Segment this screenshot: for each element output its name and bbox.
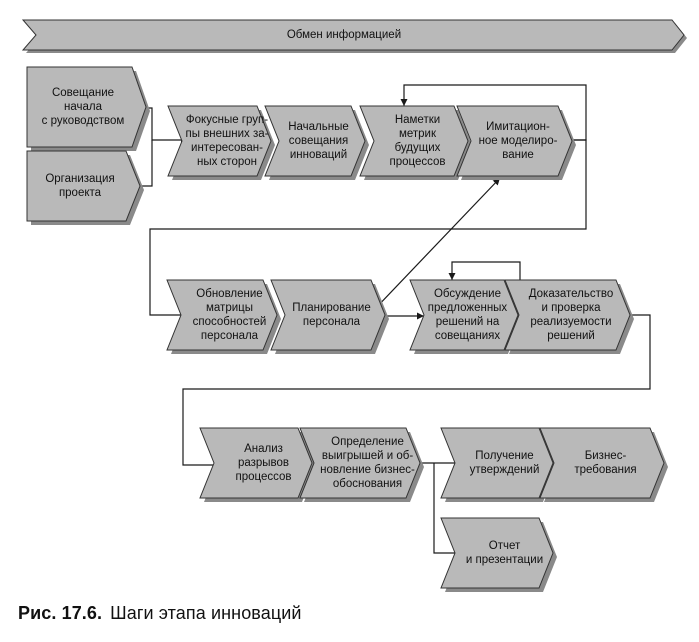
step-label-line: и проверка — [541, 302, 601, 314]
step-label-line: с руководством — [42, 115, 125, 127]
step-label-line: Получение — [475, 450, 533, 462]
process-steps: Совещание начала с руководствомОрганизация… — [26, 66, 668, 592]
process-step-s6: Имитацион-ное моделиро-вание — [456, 105, 576, 180]
information-exchange-banner: Обмен информацией — [21, 19, 687, 53]
process-step-s12: Определение выигрышей и об-новление бизне… — [299, 427, 424, 502]
step-label-line: вание — [502, 149, 534, 161]
step-shape — [539, 427, 665, 499]
step-label-line: будущих — [395, 142, 441, 154]
step-label-line: Организация — [45, 173, 114, 185]
step-shape — [359, 105, 469, 177]
step-label-line: инноваций — [290, 149, 347, 161]
step-shape — [264, 105, 366, 177]
step-label-line: разрывов — [238, 457, 289, 469]
connector-s6-to-s7 — [149, 139, 587, 319]
figure-title: Шаги этапа инноваций — [110, 603, 302, 623]
step-shape — [299, 427, 421, 499]
step-label-line: утверждений — [470, 464, 540, 476]
banner-label: Обмен информацией — [287, 29, 401, 41]
step-label-line: начала — [64, 101, 103, 113]
step-shape — [504, 279, 631, 351]
step-label-line: новление бизнес- — [320, 464, 415, 476]
step-label-line: персонала — [303, 316, 361, 328]
step-label-line: Определение — [331, 436, 404, 448]
step-label-line: Планирование — [292, 302, 370, 314]
step-label-line: персонала — [201, 330, 259, 342]
process-step-s11: Анализ разрывов процессов — [199, 427, 316, 502]
step-label-line: процессов — [235, 471, 291, 483]
process-step-s13: Получение утверждений — [440, 427, 557, 502]
process-step-s2: Организация проекта — [26, 150, 144, 225]
step-label-line: совещаниях — [435, 330, 501, 342]
connector-s10-loop-to-s9 — [448, 261, 521, 282]
step-label-line: предложенных — [428, 302, 508, 314]
step-label-line: ное моделиро- — [479, 135, 558, 147]
step-shape — [456, 105, 573, 177]
step-label-line: реализуемости — [530, 316, 611, 328]
process-step-s4: Начальные совещания инноваций — [264, 105, 369, 180]
figure-caption: Рис. 17.6. Шаги этапа инноваций — [18, 603, 302, 624]
step-shape — [409, 279, 519, 351]
step-label-line: Анализ — [244, 443, 283, 455]
step-label-line: Отчет — [489, 540, 521, 552]
step-shape — [199, 427, 313, 499]
connector-s10-to-s11 — [182, 314, 651, 469]
step-shape — [166, 279, 278, 351]
step-label-line: Бизнес- — [585, 450, 627, 462]
step-label-line: Совещание — [52, 87, 114, 99]
connector-s8-to-s6 — [371, 177, 501, 313]
step-shape — [440, 427, 554, 499]
process-step-s5: Наметки метрик будущих процессов — [359, 105, 472, 180]
process-step-s7: Обновление матрицы способностей персонала — [166, 279, 281, 354]
process-step-s10: Доказательство и проверка реализуемости реш… — [504, 279, 634, 354]
step-label-line: способностей — [193, 316, 267, 328]
step-label-line: ных сторон — [197, 156, 257, 168]
step-label-line: выигрышей и об- — [322, 450, 413, 462]
step-label-line: Имитацион- — [486, 121, 550, 133]
figure-number: Рис. 17.6. — [18, 603, 103, 623]
process-step-s14: Бизнес-требования — [539, 427, 668, 502]
process-step-s9: Обсуждение предложенных решений на совещани… — [409, 279, 522, 354]
step-shape — [26, 66, 147, 148]
step-label-line: метрик — [399, 128, 437, 140]
step-label-line: Обсуждение — [434, 288, 501, 300]
step-label-line: Фокусные груп- — [186, 114, 268, 126]
process-step-s1: Совещание начала с руководством — [26, 66, 150, 151]
step-label-line: требования — [574, 464, 636, 476]
step-label-line: проекта — [59, 187, 102, 199]
step-label-line: Наметки — [395, 114, 440, 126]
step-label-line: матрицы — [206, 302, 253, 314]
step-shape — [270, 279, 386, 351]
process-step-s15: Отчет и презентации — [440, 517, 557, 592]
step-label-line: процессов — [389, 156, 445, 168]
step-label-line: Обновление — [196, 288, 262, 300]
step-label-line: совещания — [289, 135, 349, 147]
step-label-line: Начальные — [288, 121, 349, 133]
step-label-line: обоснования — [333, 478, 402, 490]
step-label-line: и презентации — [466, 554, 543, 566]
step-label-line: интересован- — [191, 142, 263, 154]
process-diagram: Обмен информацией Совещание начала с руков… — [21, 19, 687, 592]
step-shape — [26, 150, 141, 222]
process-step-s3: Фокусные груп-пы внешних за-интересован-… — [167, 105, 275, 180]
step-label-line: решений — [547, 330, 595, 342]
step-shape — [167, 105, 272, 177]
step-label-line: Доказательство — [529, 288, 614, 300]
connectors — [128, 84, 651, 557]
step-label-line: пы внешних за- — [186, 128, 269, 140]
step-label-line: решений на — [436, 316, 500, 328]
step-shape — [440, 517, 554, 589]
process-step-s8: Планирование персонала — [270, 279, 389, 354]
